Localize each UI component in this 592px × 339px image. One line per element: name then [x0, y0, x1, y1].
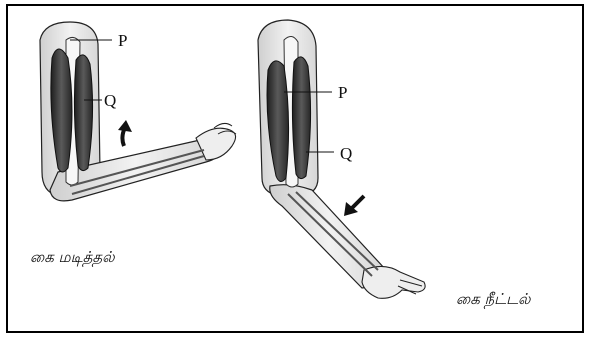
label-q-extended: Q: [340, 145, 352, 162]
label-p-extended: P: [338, 84, 347, 101]
caption-flexion: கை மடித்தல்: [30, 250, 115, 265]
label-p-flexed: P: [118, 32, 127, 49]
label-q-flexed: Q: [104, 92, 116, 109]
flexed-arm: [40, 22, 236, 201]
flexed-muscle-q: [74, 55, 92, 171]
caption-extension: கை நீட்டல்: [456, 292, 531, 307]
extended-muscle-q: [292, 57, 310, 179]
